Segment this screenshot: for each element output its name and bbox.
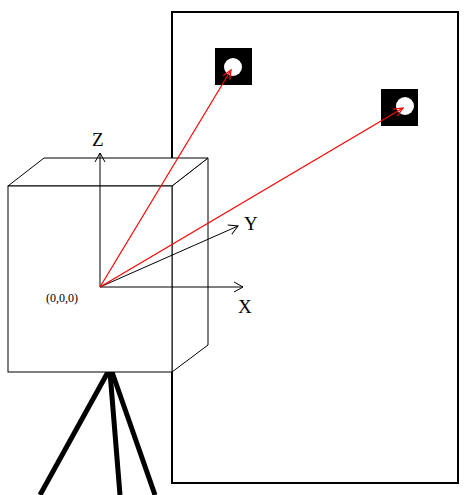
target-dot bbox=[224, 58, 242, 76]
origin-label: (0,0,0) bbox=[46, 292, 78, 304]
axis-label: Z bbox=[92, 130, 104, 149]
target-marker bbox=[215, 48, 252, 85]
target-marker bbox=[381, 89, 418, 126]
tripod bbox=[40, 372, 155, 495]
ray-arrow bbox=[100, 70, 403, 287]
axis-label: Y bbox=[244, 214, 258, 233]
axis-label: X bbox=[238, 297, 252, 316]
target-board bbox=[172, 12, 458, 483]
camera-box bbox=[8, 158, 208, 372]
coordinate-axes bbox=[100, 153, 243, 287]
target-dot bbox=[396, 97, 414, 115]
